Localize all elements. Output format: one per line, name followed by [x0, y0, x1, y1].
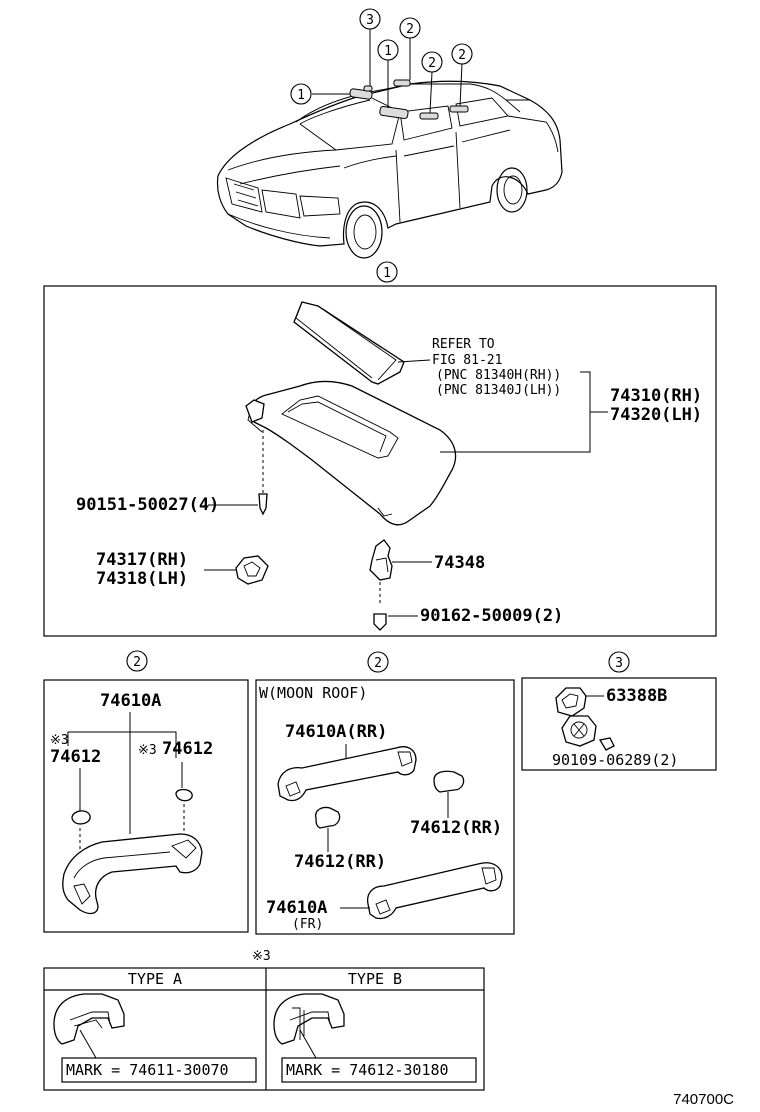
part-74612-left: 74612: [50, 747, 101, 767]
cap-rr-center: [315, 806, 341, 829]
figure-id: 740700C: [673, 1091, 734, 1108]
callout-3-top: 3: [366, 13, 374, 28]
part-74610a: 74610A: [100, 691, 161, 711]
part-74610a-fr: 74610A: [266, 898, 327, 918]
vanity-mirror-part: [293, 301, 405, 385]
note-mark-right: ※3: [138, 743, 157, 758]
callout-1-left: 1: [297, 88, 305, 103]
part-63388b: 63388B: [606, 686, 667, 706]
callout-2-top: 2: [406, 22, 414, 37]
pnc-lh-label: (PNC 81340J(LH)): [436, 383, 561, 398]
visor-holder: [369, 539, 393, 581]
part-74320-lh: 74320(LH): [610, 405, 702, 425]
mark-type-a: MARK = 74611-30070: [66, 1061, 229, 1079]
section-3-frame: [521, 677, 717, 771]
cap-left: [71, 810, 91, 825]
types-note-mark: ※3: [252, 949, 271, 964]
callout-1-center: 1: [384, 44, 392, 59]
part-74318-lh: 74318(LH): [96, 569, 188, 589]
section-2b-callout: 2: [374, 656, 382, 671]
assist-grip-rear: [277, 746, 417, 802]
section-1-callout: 1: [383, 266, 391, 281]
type-a-header: TYPE A: [128, 970, 182, 988]
sun-visor: [245, 380, 457, 526]
callout-2-right: 2: [458, 48, 466, 63]
callout-2-mid: 2: [428, 56, 436, 71]
assist-grip: [62, 833, 203, 915]
part-74317-rh: 74317(RH): [96, 550, 188, 570]
cap-rr-right: [433, 770, 465, 793]
section-3-callout: 3: [615, 656, 623, 671]
assist-grip-front: [366, 862, 503, 920]
cap-right: [175, 788, 193, 802]
mark-type-b: MARK = 74612-30180: [286, 1061, 449, 1079]
part-74610a-rr: 74610A(RR): [285, 722, 387, 742]
section-2b-frame: [255, 679, 515, 935]
part-74310-rh: 74310(RH): [610, 386, 702, 406]
part-90151-50027: 90151-50027(4): [76, 495, 219, 515]
roof-lamp-cover: [555, 687, 587, 717]
fig-ref-label: FIG 81-21: [432, 353, 502, 368]
type-b-header: TYPE B: [348, 970, 402, 988]
type-b-cap: [273, 993, 345, 1045]
type-a-cap: [53, 993, 125, 1045]
note-mark-left: ※3: [50, 733, 69, 748]
part-90109-06289: 90109-06289(2): [552, 751, 678, 769]
fr-label: (FR): [292, 917, 323, 932]
car-illustration: [216, 79, 563, 259]
part-74612-rr-center: 74612(RR): [294, 852, 386, 872]
roof-lamp-bracket: [561, 715, 615, 751]
section-2a-callout: 2: [133, 655, 141, 670]
moon-roof-title: W(MOON ROOF): [259, 684, 367, 702]
part-74612-right: 74612: [162, 739, 213, 759]
visor-holder-clip: [235, 555, 269, 585]
section-2a-frame: [43, 679, 249, 933]
part-74612-rr-right: 74612(RR): [410, 818, 502, 838]
types-frame: [43, 967, 485, 1091]
pnc-rh-label: (PNC 81340H(RH)): [436, 368, 561, 383]
part-74348: 74348: [434, 553, 485, 573]
part-90162-50009: 90162-50009(2): [420, 606, 563, 626]
section-1-frame: [43, 285, 717, 637]
car-callouts: 1 3 1 2 2 2: [290, 8, 473, 114]
refer-to-label: REFER TO: [432, 337, 495, 352]
